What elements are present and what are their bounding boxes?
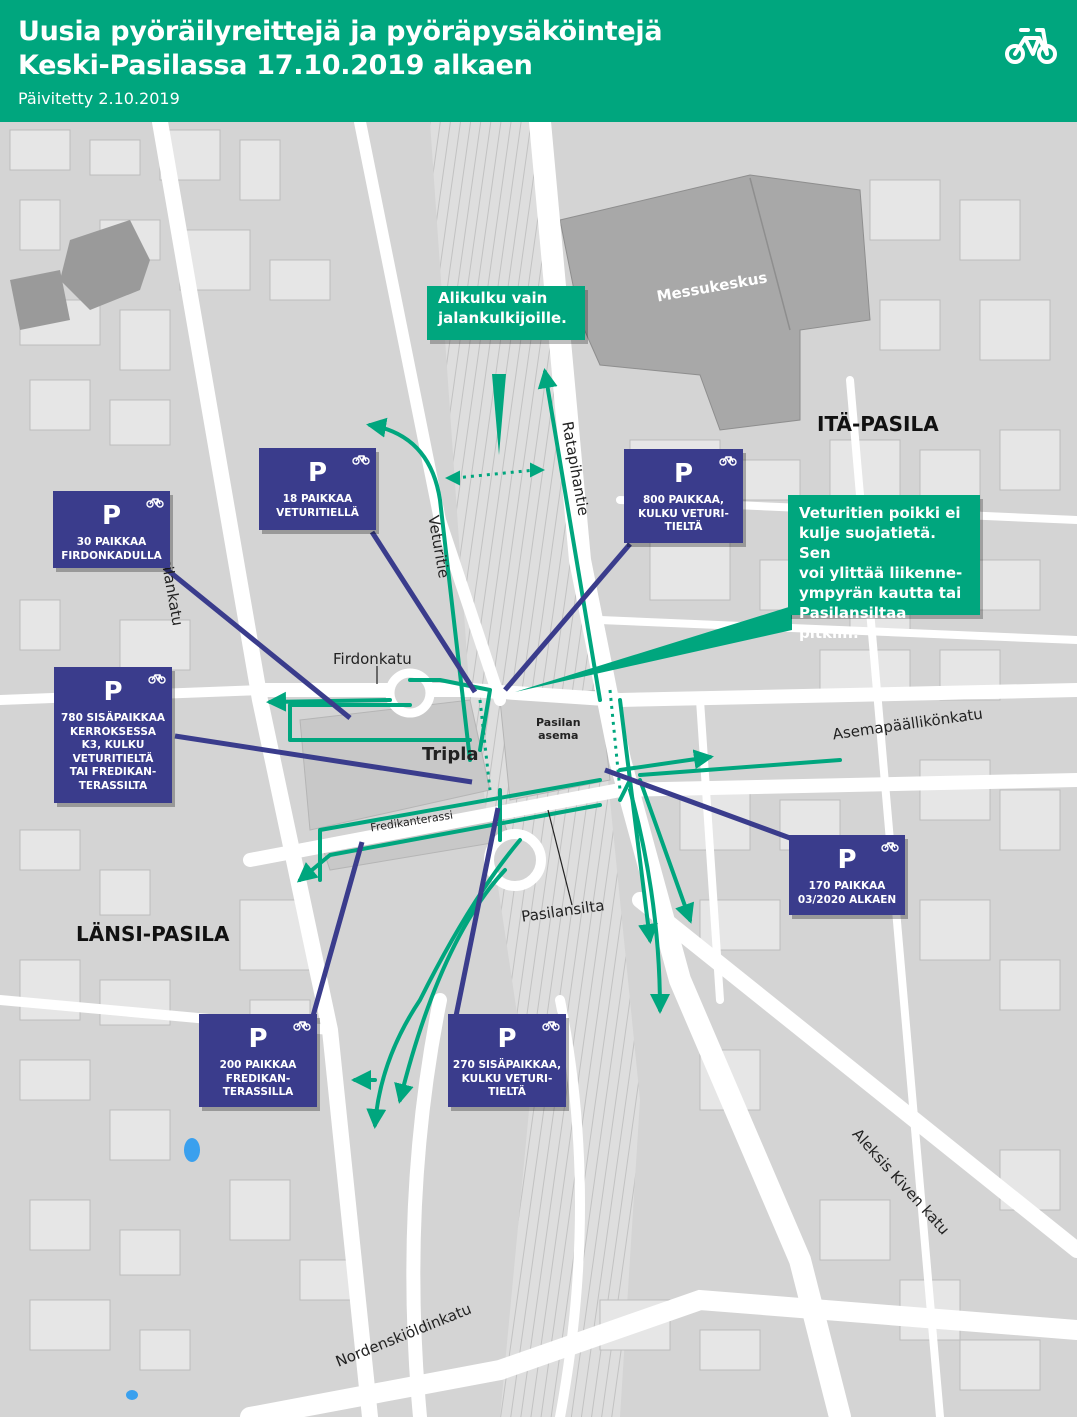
parking-symbol: P <box>248 1024 268 1054</box>
parking-pointer-lines <box>163 530 791 1017</box>
bicycle-icon <box>352 455 370 465</box>
bicycle-icon <box>293 1021 311 1031</box>
map-title-line2: Keski-Pasilassa 17.10.2019 alkaen <box>18 50 533 81</box>
header: Uusia pyöräilyreittejä ja pyöräpysäköint… <box>0 0 1077 122</box>
building-dark <box>60 220 150 310</box>
label-firdonkatu: Firdonkatu <box>333 650 412 668</box>
bicycle-icon <box>719 456 737 466</box>
city-blocks <box>9 129 1061 1391</box>
parking-symbol: P <box>307 458 328 488</box>
parking-symbol: P <box>673 459 694 489</box>
map-title-line1: Uusia pyöräilyreittejä ja pyöräpysäköint… <box>18 16 663 47</box>
bicycle-icon <box>1005 28 1057 64</box>
parking-box-pasilansilta: P 270 SISÄPAIKKAA,KULKU VETURI-TIELTÄ <box>448 1014 566 1107</box>
bicycle-icon <box>148 674 166 684</box>
label-leaders <box>376 666 573 906</box>
parking-symbol: P <box>101 501 122 531</box>
label-tripla: Tripla <box>422 744 479 765</box>
parking-text: 270 SISÄPAIKKAA,KULKU VETURI-TIELTÄ <box>452 1059 562 1098</box>
messukeskus-building <box>559 174 871 431</box>
parking-symbol: P <box>497 1024 517 1054</box>
underpass-pointer <box>492 374 506 455</box>
label-ita-pasila: ITÄ-PASILA <box>817 412 939 436</box>
parking-symbol: P <box>837 845 857 875</box>
label-lansi-pasila: LÄNSI-PASILA <box>76 922 230 946</box>
bike-routes <box>266 368 842 1129</box>
building-dark-2 <box>10 270 70 330</box>
updated-date: Päivitetty 2.10.2019 <box>18 89 180 108</box>
underpass-route <box>454 468 622 791</box>
parking-text: 800 PAIKKAA,KULKU VETURI-TIELTÄ <box>638 494 729 533</box>
parking-box-ratapiha: P 800 PAIKKAA,KULKU VETURI-TIELTÄ <box>624 449 743 543</box>
station-building <box>499 689 611 801</box>
map-canvas <box>0 122 1077 1417</box>
bicycle-icon <box>542 1021 560 1031</box>
parking-symbol: P <box>103 677 123 707</box>
crossing-pointer <box>515 606 792 692</box>
road-network <box>0 122 1077 1417</box>
bicycle-icon <box>881 842 899 852</box>
bicycle-icon <box>146 498 164 508</box>
